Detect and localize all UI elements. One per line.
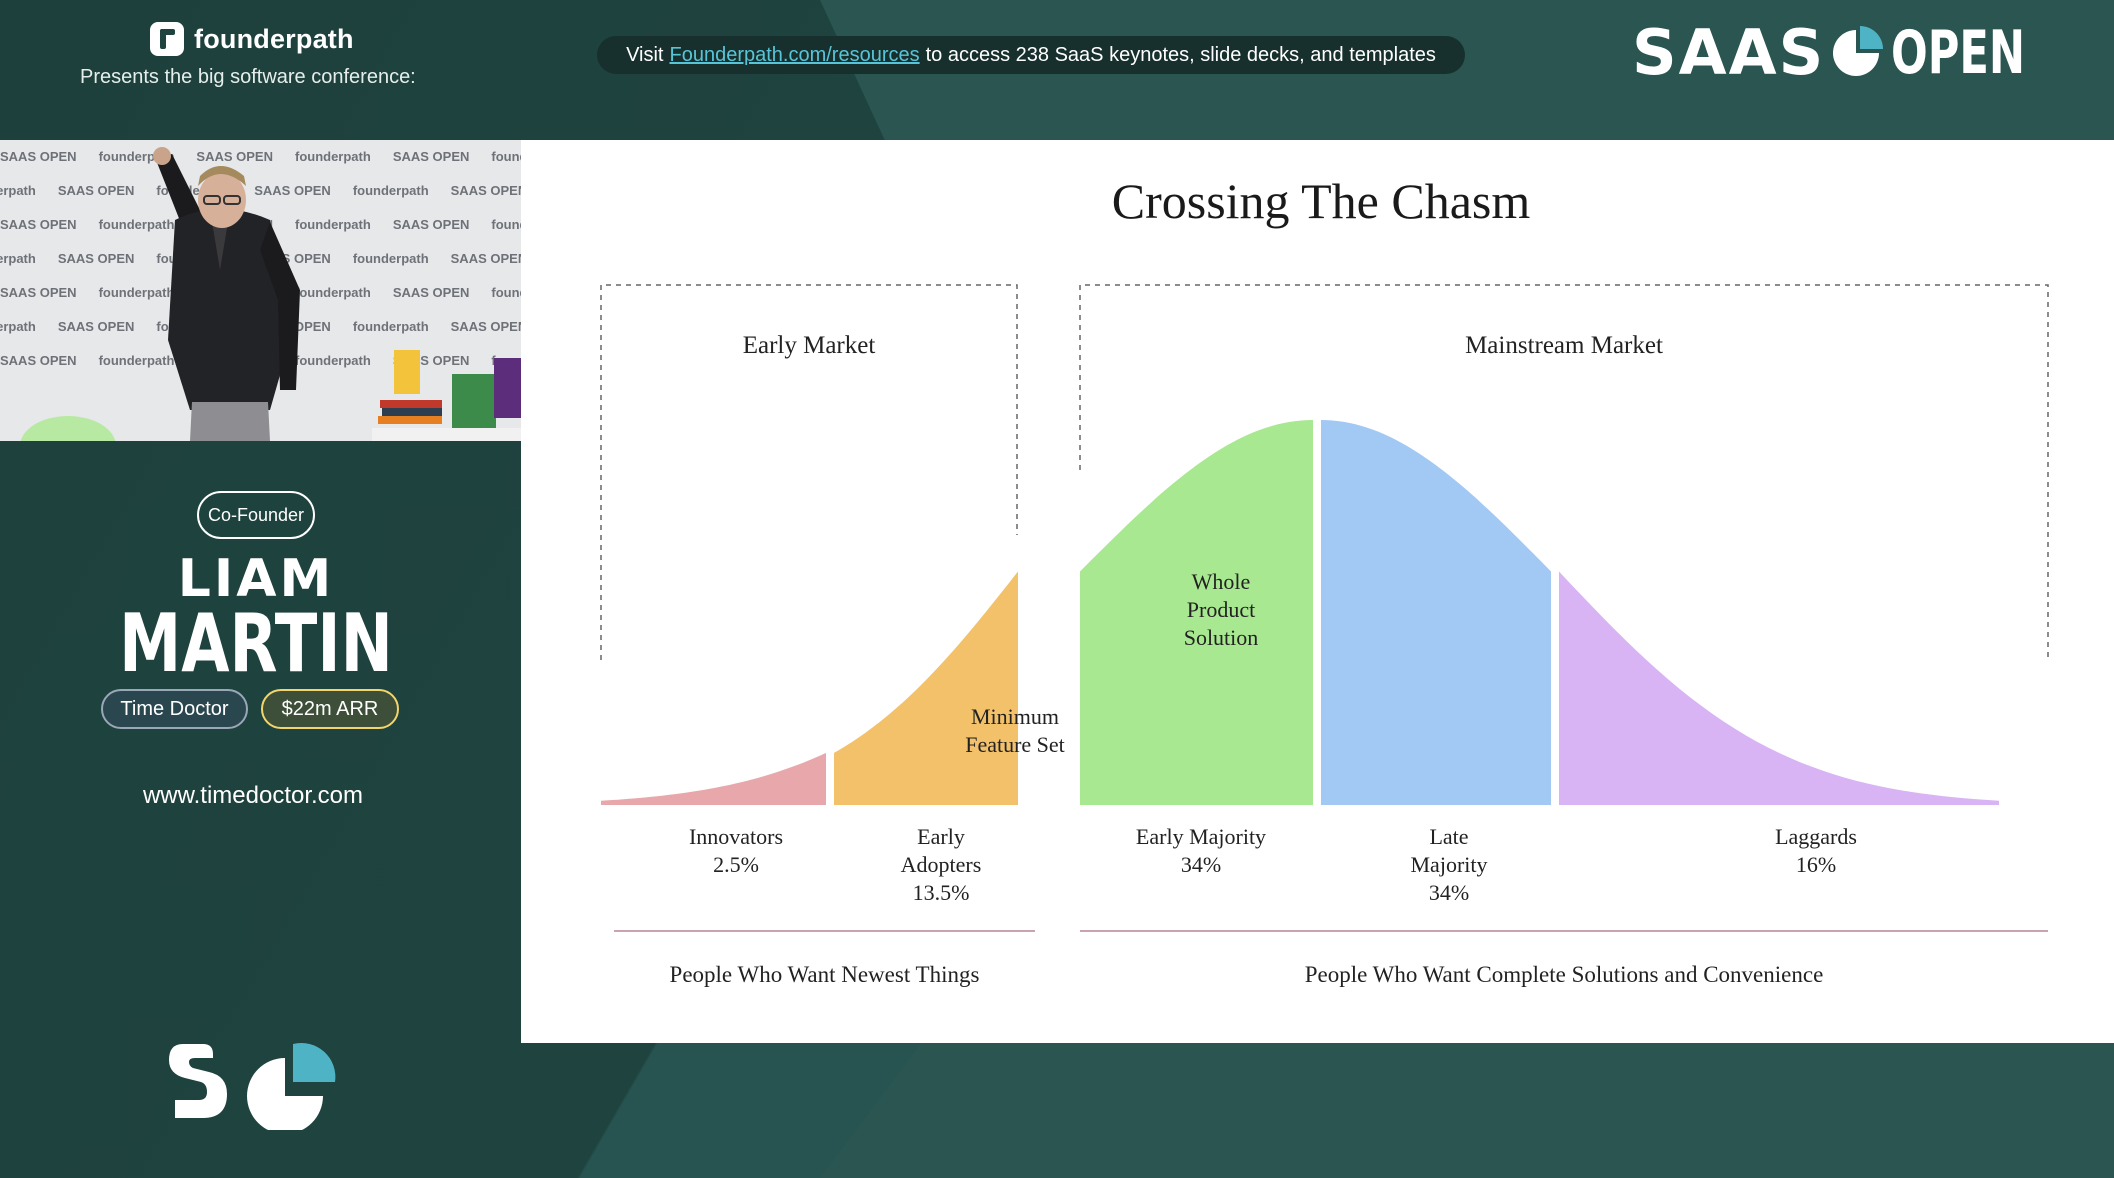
founderpath-name: founderpath — [194, 23, 354, 54]
speaker-first-name: LIAM — [177, 549, 335, 609]
early-market-label: Early Market — [742, 332, 876, 359]
pie-logo-icon — [1833, 26, 1884, 76]
saas-open-logo: SAAS OPEN — [1632, 22, 2077, 84]
mainstream-market-label: Mainstream Market — [1465, 332, 1663, 359]
tagline: Presents the big software conference: — [80, 66, 416, 88]
laggards-label: Laggards 16% — [1775, 824, 1857, 877]
segment-late-majority — [1321, 420, 1551, 805]
founderpath-brand: founderpath — [150, 22, 354, 56]
logo-open-text: OPEN — [1891, 18, 2026, 88]
speaker-website: www.timedoctor.com — [142, 782, 364, 809]
whole-product-solution-label: Whole Product Solution — [1183, 569, 1259, 650]
segment-innovators — [601, 752, 826, 805]
speaker-last-name: MARTIN — [119, 597, 393, 690]
mainstream-market-box — [1079, 284, 2049, 660]
speaker-role-badge: Co-Founder — [197, 491, 315, 539]
logo-saas-text: SAAS — [1632, 16, 1826, 89]
founderpath-logo-icon — [150, 22, 184, 56]
speaker-figure — [153, 147, 300, 441]
mainstream-market-caption: People Who Want Complete Solutions and C… — [1304, 962, 1824, 987]
slide-title: Crossing The Chasm — [1111, 173, 1531, 229]
chasm-chart — [600, 284, 2049, 932]
background-accent-bottom — [820, 1040, 2114, 1178]
early-majority-label: Early Majority 34% — [1135, 824, 1267, 877]
book-display — [372, 350, 521, 441]
resources-link[interactable]: Founderpath.com/resources — [669, 43, 920, 66]
arr-badge: $22m ARR — [261, 689, 399, 729]
segment-early-adopters — [834, 571, 1018, 805]
late-majority-label: Late Majority 34% — [1410, 824, 1488, 905]
early-market-box — [600, 284, 1018, 660]
presentation-slide: Crossing The Chasm Early Market Mainstre… — [521, 140, 2114, 1043]
resources-banner: Visit Founderpath.com/resources to acces… — [597, 36, 1465, 74]
innovators-label: Innovators 2.5% — [688, 824, 784, 877]
early-market-caption: People Who Want Newest Things — [669, 962, 980, 987]
company-badge: Time Doctor — [101, 689, 248, 729]
sc-logo-icon — [169, 1042, 336, 1130]
early-adopters-label: Early Adopters 13.5% — [900, 824, 982, 905]
banner-suffix: to access 238 SaaS keynotes, slide decks… — [925, 43, 1436, 66]
minimum-feature-set-label: Minimum Feature Set — [965, 704, 1065, 757]
segment-laggards — [1559, 571, 1999, 805]
segment-early-majority — [1080, 420, 1313, 805]
banner-prefix: Visit — [626, 43, 664, 66]
